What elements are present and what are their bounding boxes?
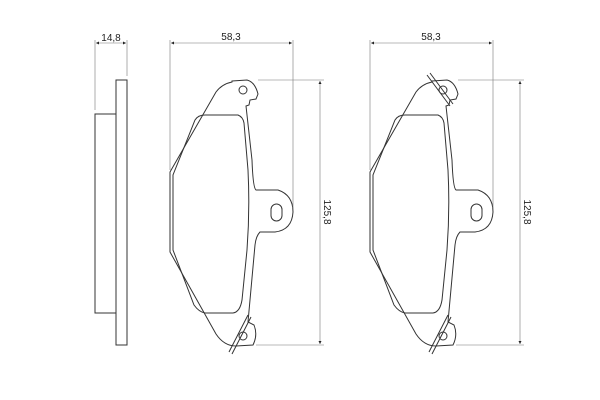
height-label: 125,8 xyxy=(321,199,332,224)
thickness-label: 14,8 xyxy=(101,33,121,44)
backing-plate xyxy=(115,79,128,346)
height-label: 125,8 xyxy=(521,199,532,224)
backing-plate-outline xyxy=(369,79,494,347)
width-label: 58,3 xyxy=(221,32,241,43)
backing-plate-outline xyxy=(169,79,294,347)
width-label: 58,3 xyxy=(421,32,441,43)
retaining-clip xyxy=(426,72,454,107)
mounting-hole xyxy=(238,85,248,95)
retaining-clip xyxy=(228,314,252,355)
side-view: 14,8 xyxy=(94,33,128,346)
mounting-hole xyxy=(438,85,448,95)
slot-hole xyxy=(470,203,483,222)
retaining-clip xyxy=(428,314,452,355)
pad-front-view-2: 58,3 125,8 xyxy=(369,32,532,355)
friction-pad-outline xyxy=(172,114,250,314)
pad-front-view-1: 58,3 125,8 xyxy=(169,32,332,355)
friction-material xyxy=(94,113,117,314)
friction-pad-outline xyxy=(372,114,450,314)
slot-hole xyxy=(270,203,283,222)
